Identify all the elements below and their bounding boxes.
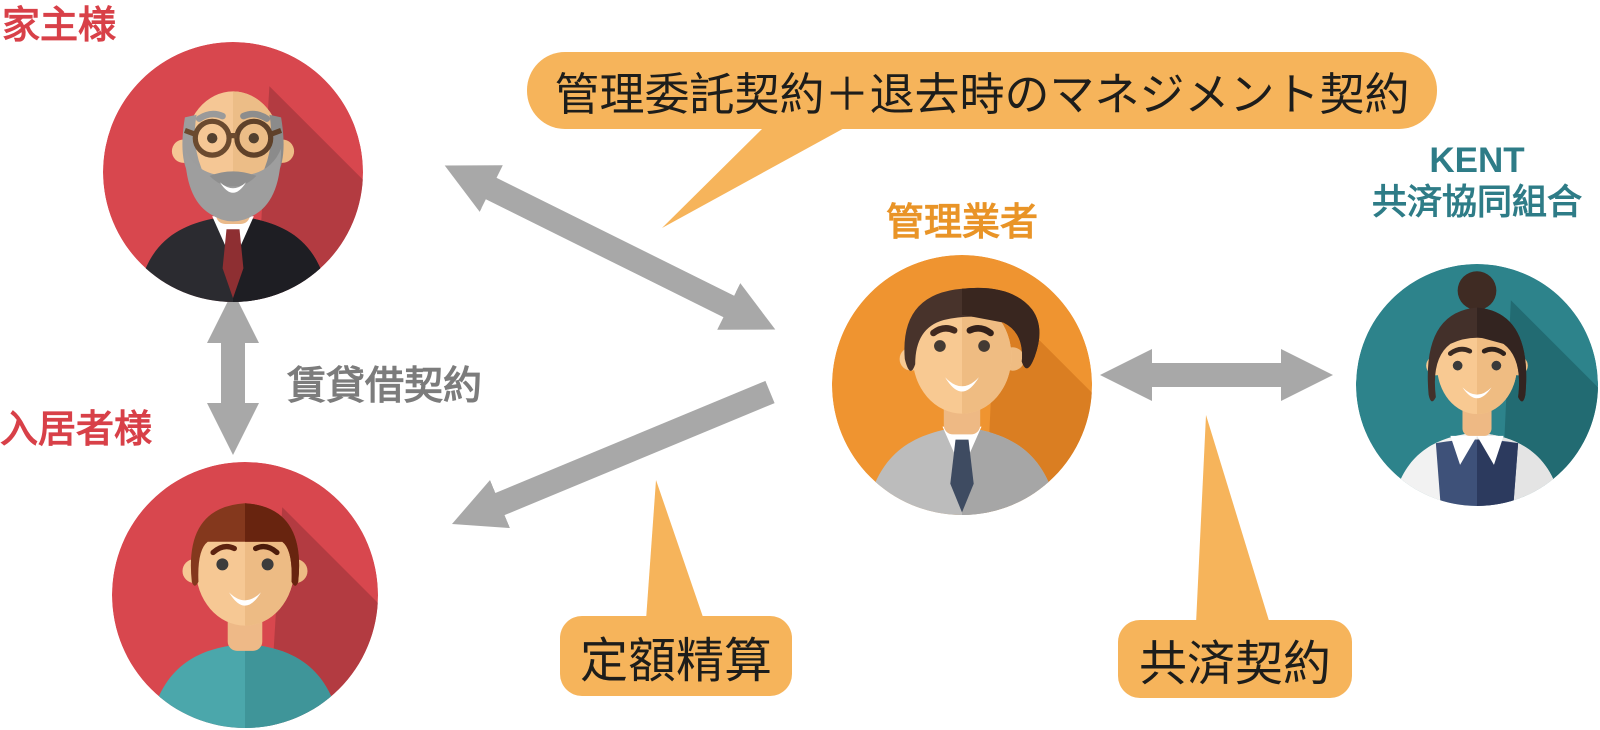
kent-label: KENT 共済協同組合 [1345,140,1600,224]
management-contract-text: 管理委託契約＋退去時のマネジメント契約 [554,69,1410,120]
kent-label-line1: KENT [1429,141,1525,180]
kent-label-line2: 共済協同組合 [1371,183,1582,222]
young-man-avatar [112,462,378,728]
arrow-landlord-manager [444,165,776,330]
mutual-aid-bubble: 共済契約 [1118,620,1352,698]
management-contract-bubble: 管理委託契約＋退去時のマネジメント契約 [527,52,1437,129]
tenant-label: 入居者様 [0,409,153,451]
businesswoman-avatar [1356,264,1598,506]
mutual-aid-text: 共済契約 [1138,638,1331,691]
manager-label: 管理業者 [885,202,1038,244]
bubble-tail-management-contract [662,126,848,228]
fixed-settlement-text: 定額精算 [579,635,772,688]
elderly-man-avatar [103,42,363,302]
landlord-label: 家主様 [2,5,117,47]
bubble-tail-mutual-aid [1196,415,1270,624]
bubble-tail-fixed-settlement [646,480,704,620]
lease-contract-label: 賃貸借契約 [287,365,483,408]
businessman-avatar [832,255,1092,515]
arrow-manager-tenant [451,380,775,529]
fixed-settlement-bubble: 定額精算 [560,616,792,696]
